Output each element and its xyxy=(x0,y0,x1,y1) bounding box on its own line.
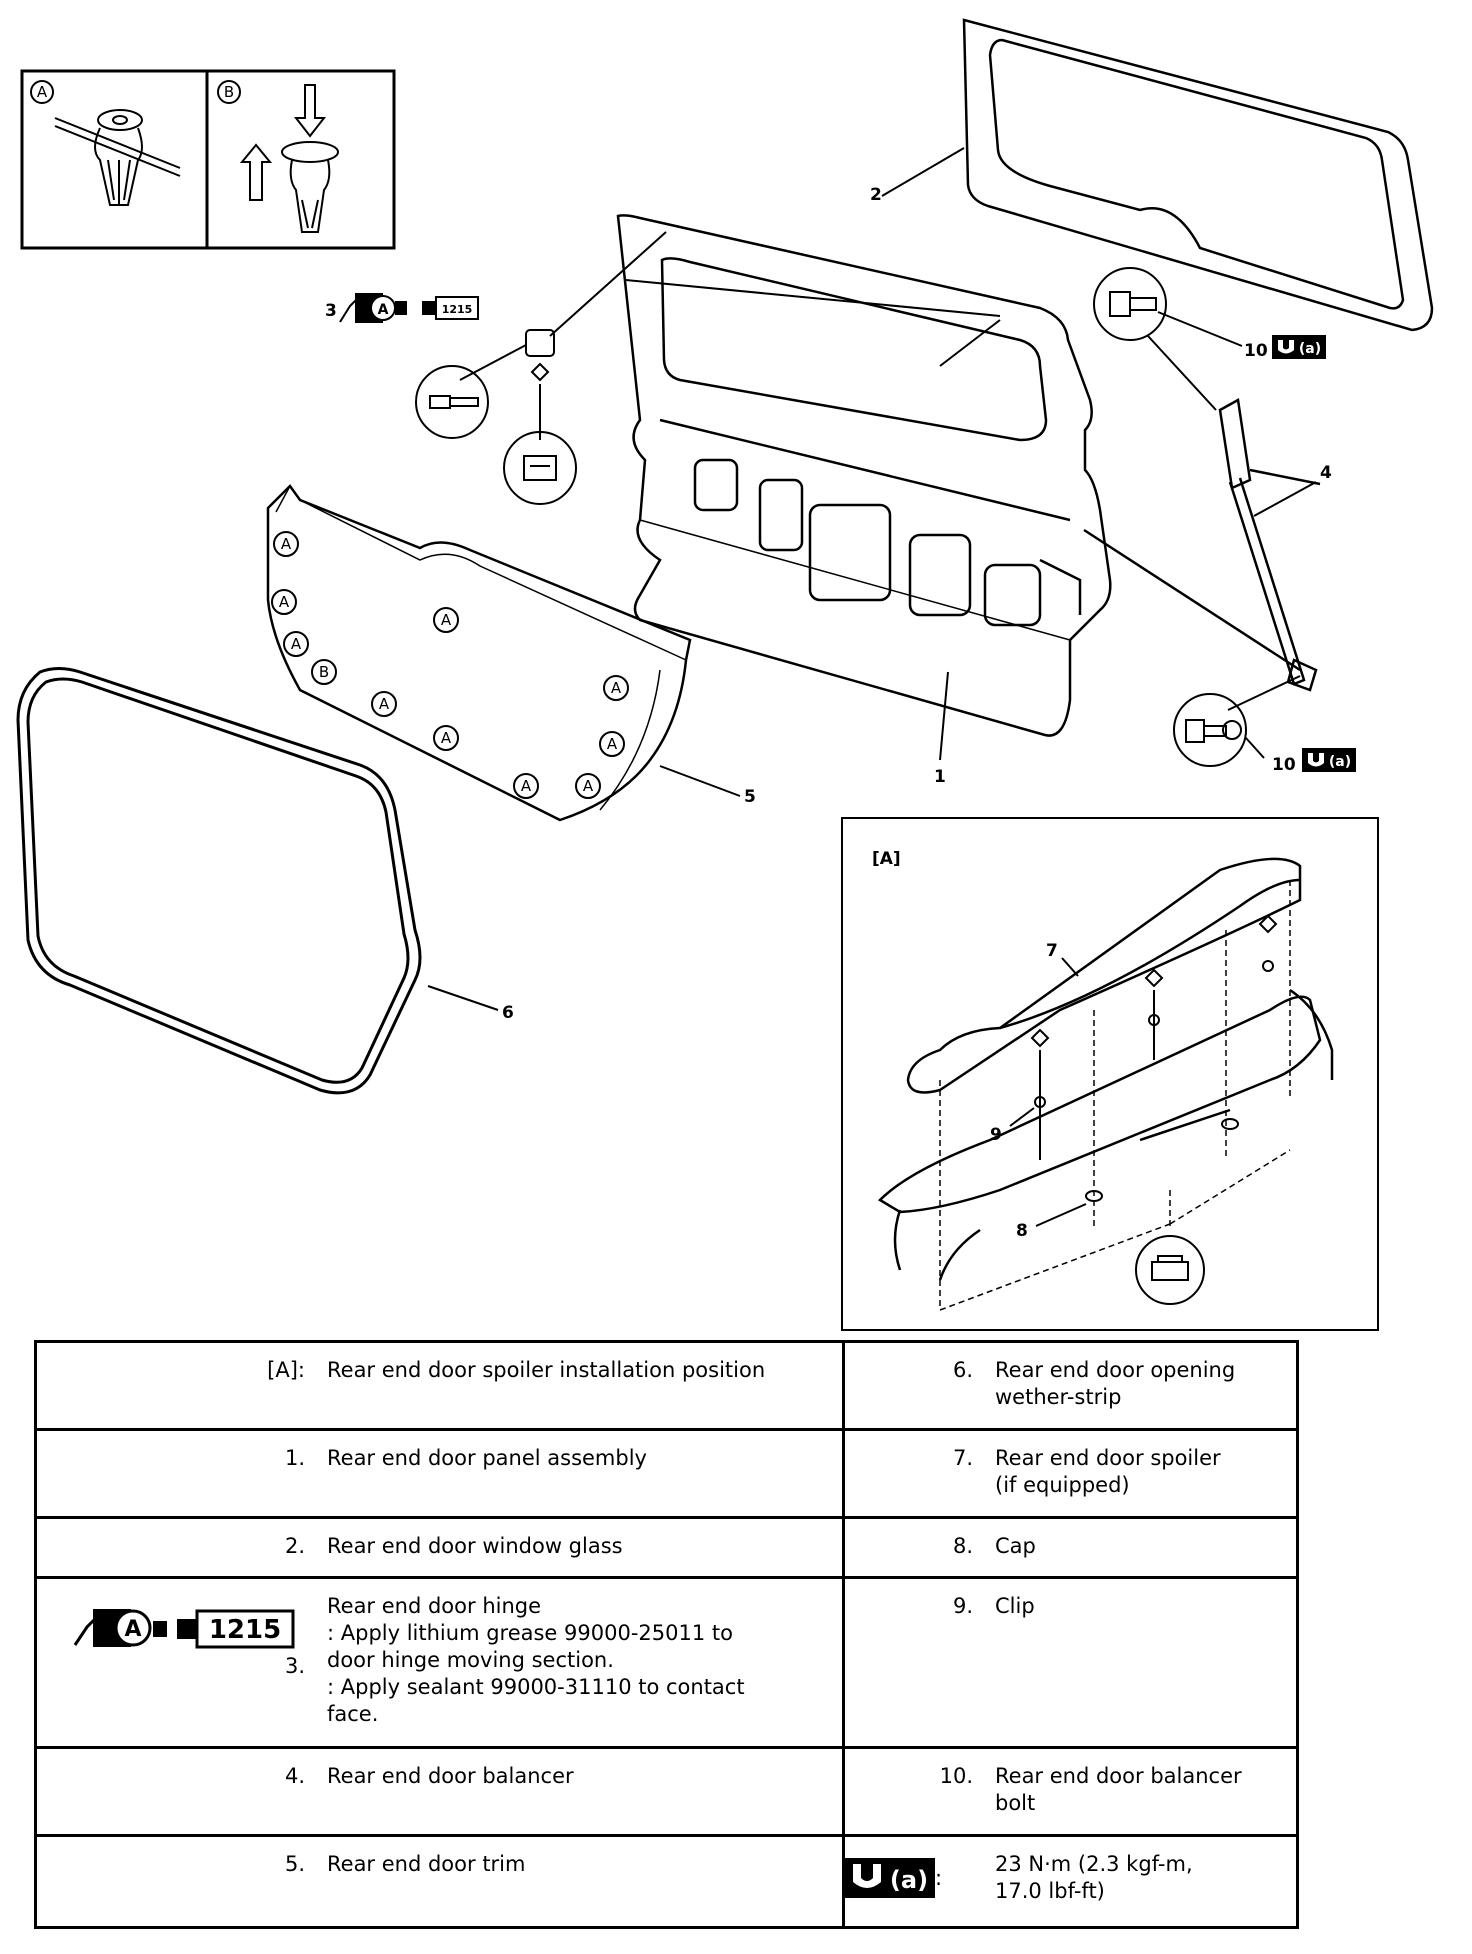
legend-right-number: 7. xyxy=(952,1446,973,1470)
balancer-bolt-lower xyxy=(1173,675,1301,767)
door-trim xyxy=(266,484,692,822)
door-panel-assembly xyxy=(616,214,1112,737)
torque-symbol-lower: (a) xyxy=(1302,748,1356,772)
callout-6: 6 xyxy=(502,1003,514,1023)
legend-row: 2. Rear end door window glass 8. Cap xyxy=(34,1516,1299,1579)
legend-row: 5. Rear end door trim (a) : 23 N·m (2.3 k… xyxy=(34,1834,1299,1929)
svg-text:A: A xyxy=(611,679,622,697)
legend-left-text: Rear end door window glass xyxy=(327,1534,623,1558)
callout-4: 4 xyxy=(1320,463,1332,483)
door-balancer xyxy=(1083,398,1321,692)
svg-text:A: A xyxy=(281,535,292,553)
torque-symbol-upper: (a) xyxy=(1272,335,1326,359)
balancer-bolt-upper xyxy=(1093,267,1243,411)
svg-text:B: B xyxy=(319,663,329,681)
svg-text:1215: 1215 xyxy=(442,303,473,316)
clip-b-drawing xyxy=(239,84,339,233)
callout-5: 5 xyxy=(744,787,756,807)
callout-10-lower: 10 xyxy=(1272,755,1296,775)
torque-wrench-icon: (a) xyxy=(845,1858,935,1898)
torque-symbol: (a) : xyxy=(845,1851,995,1905)
legend-right-text: Rear end door balancer bolt xyxy=(995,1764,1242,1815)
legend-left-number: [A]: xyxy=(267,1358,305,1382)
legend-right-text: Clip xyxy=(995,1594,1035,1618)
svg-text:A: A xyxy=(607,735,618,753)
svg-text:A: A xyxy=(441,611,452,629)
svg-text:A: A xyxy=(124,1617,141,1642)
legend-row: 1. Rear end door panel assembly 7. Rear en… xyxy=(34,1428,1299,1519)
svg-text:A: A xyxy=(521,777,532,795)
window-glass xyxy=(962,18,1434,332)
inset-label-a: A xyxy=(30,80,54,104)
svg-text:A: A xyxy=(378,302,389,318)
legend-left-number: 2. xyxy=(284,1534,305,1558)
legend-row: 4. Rear end door balancer 10. Rear end doo… xyxy=(34,1746,1299,1837)
svg-text:1215: 1215 xyxy=(209,1615,281,1645)
trim-clip-markers: A A A B A A A A A A A xyxy=(271,531,629,799)
svg-text:A: A xyxy=(279,593,290,611)
exploded-parts-diagram: A B xyxy=(16,18,1434,1331)
legend-row: [A]: Rear end door spoiler installation p… xyxy=(34,1340,1299,1431)
callout-1: 1 xyxy=(934,767,946,787)
callout-10-upper: 10 xyxy=(1244,341,1268,361)
legend-left-text: Rear end door panel assembly xyxy=(327,1446,647,1470)
weather-strip xyxy=(16,667,422,1095)
callout-3: 3 xyxy=(325,301,337,321)
svg-text:(a): (a) xyxy=(890,1866,928,1894)
legend-row: A 1215 3. Rear end door hinge : Apply li… xyxy=(34,1576,1299,1749)
legend-right-text: 23 N·m (2.3 kgf-m, 17.0 lbf-ft) xyxy=(995,1852,1193,1903)
svg-text:A: A xyxy=(583,777,594,795)
legend-left-number: 4. xyxy=(284,1764,305,1788)
legend-left-text: Rear end door spoiler installation posit… xyxy=(327,1358,766,1382)
parts-legend-table: [A]: Rear end door spoiler installation p… xyxy=(34,1340,1299,1929)
svg-text:B: B xyxy=(224,83,234,101)
svg-text:(a): (a) xyxy=(1329,754,1351,770)
clip-inset-box: A B xyxy=(20,69,396,250)
spoiler-view-box: [A] xyxy=(841,817,1379,1331)
legend-right-text: Rear end door spoiler (if equipped) xyxy=(995,1446,1221,1497)
callout-9: 9 xyxy=(990,1125,1002,1145)
svg-text:(a): (a) xyxy=(1299,341,1321,357)
callout-7: 7 xyxy=(1046,941,1058,961)
svg-text:A: A xyxy=(379,695,390,713)
legend-right-text: Cap xyxy=(995,1534,1036,1558)
callout-2: 2 xyxy=(870,185,882,205)
legend-left-text: Rear end door balancer xyxy=(327,1764,574,1788)
sealant-symbol: 1215 xyxy=(422,296,479,320)
legend-left-text: Rear end door trim xyxy=(327,1852,526,1876)
legend-right-text: Rear end door opening wether-strip xyxy=(995,1358,1236,1409)
legend-right-number: 8. xyxy=(952,1534,973,1558)
svg-text:A: A xyxy=(441,729,452,747)
svg-text:[A]: [A] xyxy=(872,849,901,869)
grease-symbol: A xyxy=(339,293,407,323)
legend-left-number: 5. xyxy=(284,1852,305,1876)
legend-left-number: 1. xyxy=(284,1446,305,1470)
legend-left-symbol-number: A 1215 3. xyxy=(37,1593,327,1728)
legend-right-number: 10. xyxy=(939,1764,973,1788)
legend-left-text: Rear end door hinge : Apply lithium grea… xyxy=(327,1594,745,1726)
svg-text:A: A xyxy=(291,635,302,653)
door-hinge-group: 3 A 1215 xyxy=(325,231,1001,505)
callout-8: 8 xyxy=(1016,1221,1028,1241)
inset-label-b: B xyxy=(217,80,241,104)
svg-text:A: A xyxy=(37,83,48,101)
legend-right-number: 6. xyxy=(952,1358,973,1382)
grease-sealant-symbol: A 1215 xyxy=(73,1609,295,1649)
legend-right-number: 9. xyxy=(952,1594,973,1618)
clip-a-drawing xyxy=(54,109,181,206)
